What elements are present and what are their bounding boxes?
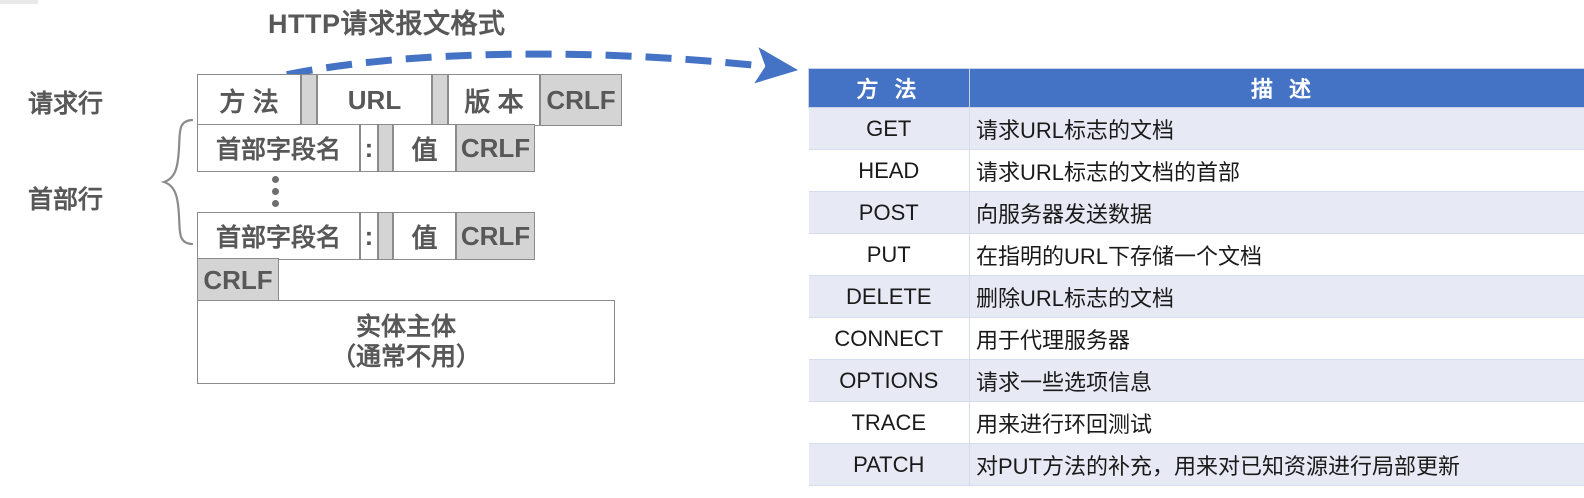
cell-crlf-request-line: CRLF [540, 74, 622, 126]
cell-colon-1: : [360, 124, 378, 172]
cell-space-2 [432, 74, 448, 126]
cell-method-name: HEAD [808, 149, 970, 192]
entity-body-line-1: 实体主体 [355, 312, 456, 341]
header-lines-brace [160, 118, 194, 246]
cell-space-4 [378, 212, 393, 260]
label-request-line: 请求行 [28, 90, 104, 118]
cell-header-value-2: 值 [393, 212, 456, 260]
page-title: HTTP请求报文格式 [268, 9, 506, 39]
cell-method-name: OPTIONS [808, 359, 970, 402]
cell-method-description: 用于代理服务器 [969, 317, 1584, 360]
cell-method-name: TRACE [808, 401, 970, 444]
cell-header-value-1: 值 [393, 124, 456, 172]
cell-version: 版 本 [448, 74, 540, 126]
cell-colon-2: : [360, 212, 378, 260]
cell-method-description: 用来进行环回测试 [969, 401, 1584, 444]
cell-method-description: 删除URL标志的文档 [969, 275, 1584, 318]
vertical-ellipsis [272, 176, 279, 207]
cell-method-name: CONNECT [808, 317, 970, 360]
table-header-row: 方 法 描 述 [808, 68, 1584, 108]
label-header-lines: 首部行 [28, 186, 104, 214]
column-header-method: 方 法 [808, 68, 970, 108]
cell-method-name: PUT [808, 233, 970, 276]
cell-method-description: 请求一些选项信息 [969, 359, 1584, 402]
top-edge-strip [0, 0, 38, 4]
cell-entity-body: 实体主体 （通常不用） [197, 300, 615, 384]
cell-method-description: 向服务器发送数据 [969, 191, 1584, 234]
entity-body-line-2: （通常不用） [330, 343, 481, 371]
cell-crlf-blank-line: CRLF [197, 258, 279, 302]
cell-method-name: DELETE [808, 275, 970, 318]
cell-header-field-name-2: 首部字段名 [197, 212, 360, 260]
cell-crlf-header-2: CRLF [456, 212, 535, 260]
column-header-description: 描 述 [969, 68, 1584, 108]
cell-method-name: POST [808, 191, 970, 234]
cell-space-3 [378, 124, 393, 172]
cell-crlf-header-1: CRLF [456, 124, 535, 172]
dashed-arrow-to-table [247, 47, 799, 88]
cell-space-1 [301, 74, 317, 126]
cell-method-description: 请求URL标志的文档 [969, 107, 1584, 150]
cell-method-name: PATCH [808, 443, 970, 486]
cell-header-field-name-1: 首部字段名 [197, 124, 360, 172]
cell-method: 方 法 [197, 74, 301, 126]
cell-method-name: GET [808, 107, 970, 150]
cell-method-description: 请求URL标志的文档的首部 [969, 149, 1584, 192]
cell-method-description: 在指明的URL下存储一个文档 [969, 233, 1584, 276]
cell-url: URL [317, 74, 432, 126]
cell-method-description: 对PUT方法的补充，用来对已知资源进行局部更新 [969, 443, 1584, 486]
